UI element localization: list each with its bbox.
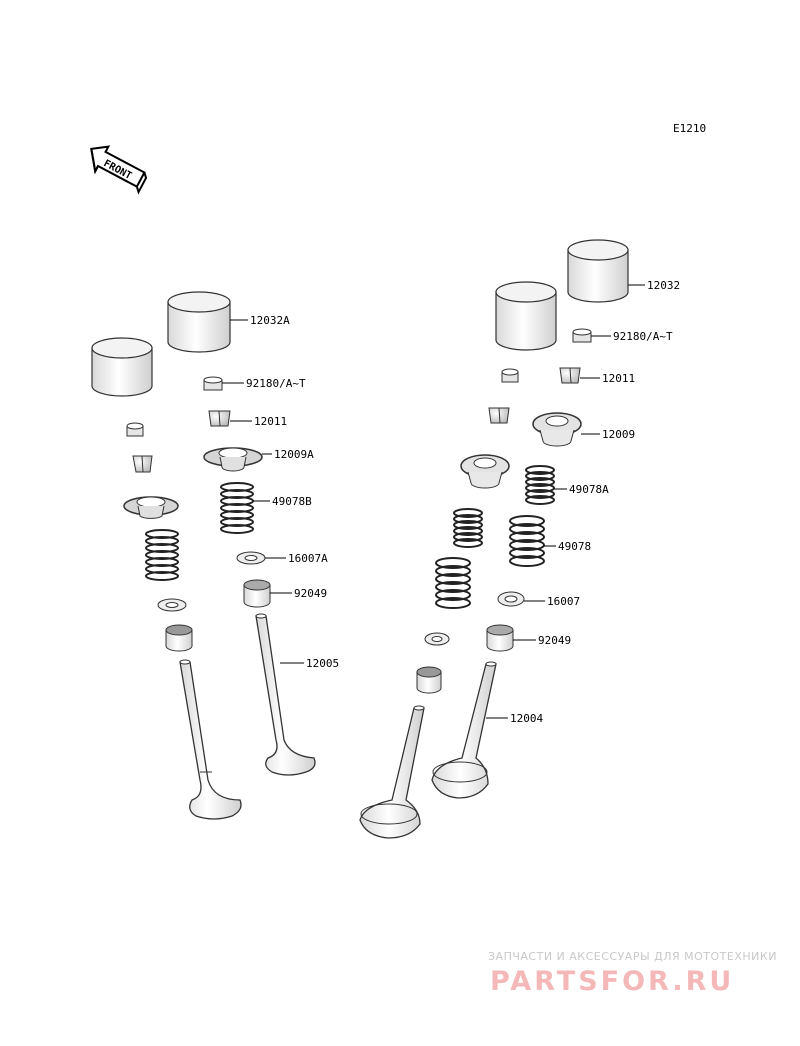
valve-12005: [255, 613, 316, 776]
washer-16007: [497, 591, 525, 607]
part-label-16007: 16007: [547, 595, 580, 608]
part-label-92049-right: 92049: [538, 634, 571, 647]
seal-92049-right: [486, 624, 514, 652]
valve-12004: [431, 661, 497, 799]
part-label-12032A: 12032A: [250, 314, 290, 327]
part-label-12009A: 12009A: [274, 448, 314, 461]
seal-92049-left: [243, 579, 271, 608]
retainer-12009: [532, 412, 582, 447]
tappet-left: [91, 337, 153, 397]
part-label-49078B: 49078B: [272, 495, 312, 508]
part-label-92180-left: 92180/A~T: [246, 377, 306, 390]
spring-left: [145, 529, 179, 581]
cotter-left: [132, 455, 153, 473]
spring-49078: [509, 515, 545, 567]
retainer-right: [460, 454, 510, 489]
cotter-12011-right: [559, 367, 581, 384]
part-label-92049-left: 92049: [294, 587, 327, 600]
part-label-49078: 49078: [558, 540, 591, 553]
retainer-12009A: [203, 447, 263, 472]
retainer-left: [123, 496, 179, 519]
watermark-tagline: ЗАПЧАСТИ И АКСЕССУАРЫ ДЛЯ МОТОТЕХНИКИ: [488, 950, 777, 963]
part-label-92180-right: 92180/A~T: [613, 330, 673, 343]
spring-right-large: [435, 557, 471, 609]
shim-92180-left: [203, 376, 223, 391]
valve-left: [179, 659, 242, 820]
washer-right: [424, 632, 450, 646]
watermark-logo: PARTSFOR.RU: [490, 966, 735, 997]
valve-right: [359, 705, 425, 839]
seal-right: [416, 666, 442, 694]
cotter-12011-left: [208, 410, 231, 427]
part-label-12009: 12009: [602, 428, 635, 441]
spring-49078B: [220, 482, 254, 534]
seal-left: [165, 624, 193, 652]
diagram-code: E1210: [673, 122, 706, 135]
part-label-12011-left: 12011: [254, 415, 287, 428]
tappet-12032A: [167, 291, 231, 353]
tappet-right-lower: [495, 281, 557, 351]
leader-lines: [222, 284, 645, 719]
cotter-right: [488, 407, 510, 424]
part-label-12005: 12005: [306, 657, 339, 670]
part-label-49078A: 49078A: [569, 483, 609, 496]
shim-left: [126, 422, 144, 437]
part-label-12032: 12032: [647, 279, 680, 292]
tappet-12032: [567, 239, 629, 303]
shim-right: [501, 368, 519, 383]
part-label-16007A: 16007A: [288, 552, 328, 565]
part-label-12004: 12004: [510, 712, 543, 725]
front-arrow-icon: FRONT: [90, 145, 148, 195]
washer-16007A: [236, 551, 266, 565]
shim-92180-right: [572, 328, 592, 343]
part-label-12011-right: 12011: [602, 372, 635, 385]
spring-49078A: [525, 465, 555, 505]
spring-right-small: [453, 508, 483, 548]
washer-left: [157, 598, 187, 612]
